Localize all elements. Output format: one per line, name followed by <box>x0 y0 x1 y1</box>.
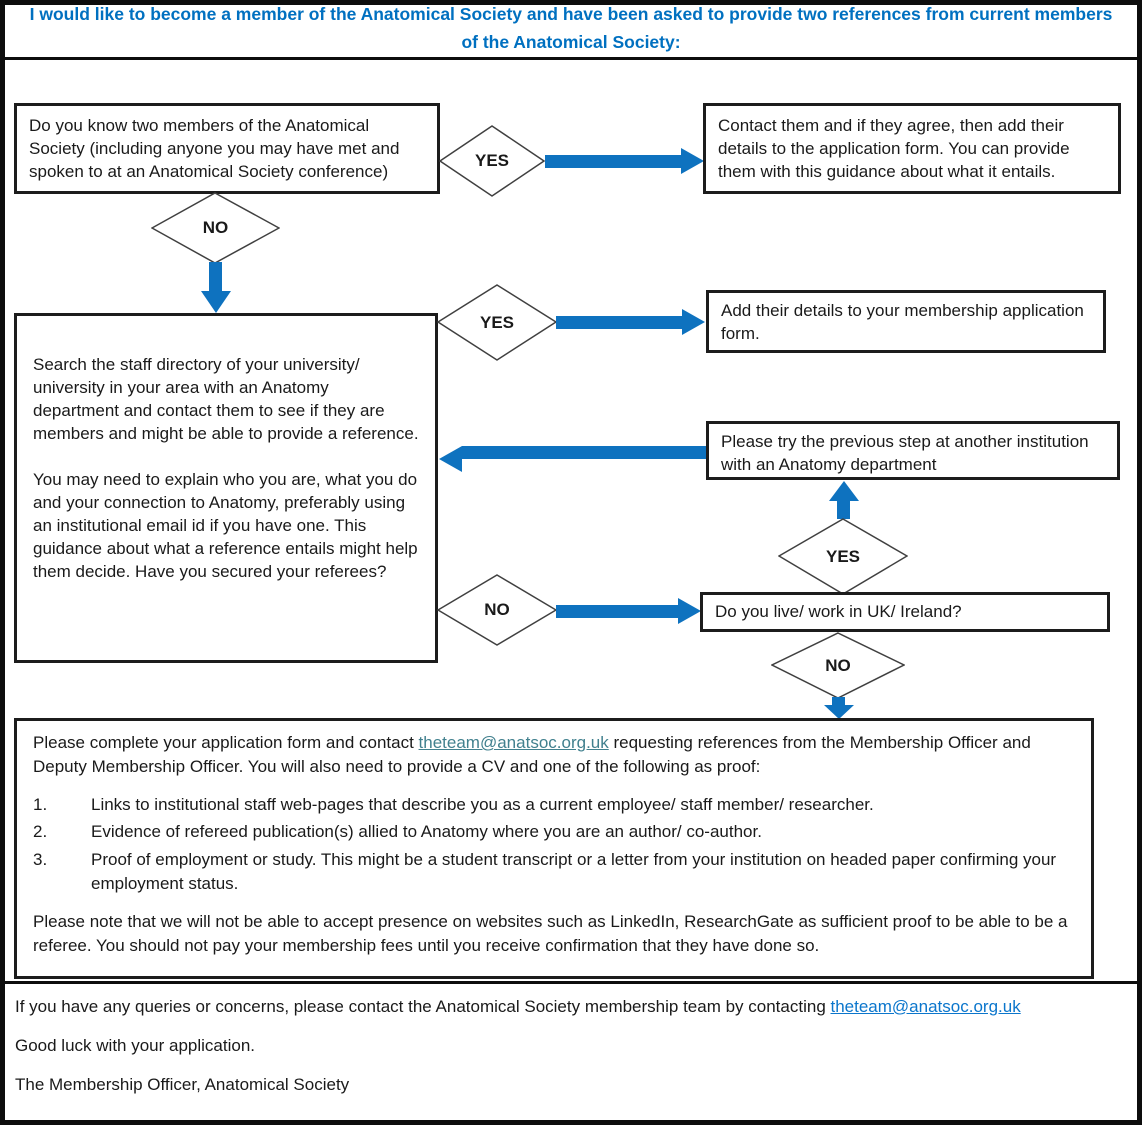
arrow-body <box>556 316 682 329</box>
yes-label: YES <box>474 151 510 170</box>
contact-them-box: Contact them and if they agree, then add… <box>703 103 1121 194</box>
search-directory-box: Search the staff directory of your unive… <box>14 313 438 663</box>
list-item-number: 1. <box>33 795 48 815</box>
uk-ireland-box: Do you live/ work in UK/ Ireland? <box>700 592 1110 632</box>
title-bar: I would like to become a member of the A… <box>0 0 1142 60</box>
yes-diamond-2: YES <box>437 284 557 361</box>
arrow-body <box>462 446 706 459</box>
arrow-head <box>682 309 705 335</box>
list-item-number: 3. <box>33 849 48 869</box>
no-diamond-2: NO <box>437 574 557 646</box>
list-item-number: 2. <box>33 822 48 842</box>
contact-them-text: Contact them and if they agree, then add… <box>718 116 1070 181</box>
previous-step-box: Please try the previous step at another … <box>706 421 1120 480</box>
proof-list: 1. Links to institutional staff web-page… <box>33 793 1075 896</box>
no-diamond-1: NO <box>151 192 280 264</box>
arrow-body <box>556 605 678 618</box>
arrow-body <box>209 262 222 291</box>
add-details-text: Add their details to your membership app… <box>721 301 1084 343</box>
arrow-head <box>439 446 462 472</box>
search-directory-paragraph-2: You may need to explain who you are, wha… <box>33 469 418 581</box>
page-title: I would like to become a member of the A… <box>29 4 1113 52</box>
no-label: NO <box>825 655 851 675</box>
arrow-body <box>832 697 845 705</box>
know-members-box: Do you know two members of the Anatomica… <box>14 103 440 194</box>
yes-diamond-3: YES <box>778 518 908 595</box>
list-item: 2. Evidence of refereed publication(s) a… <box>33 820 1075 844</box>
proof-intro-before: Please complete your application form an… <box>33 733 419 752</box>
footer-queries: If you have any queries or concerns, ple… <box>15 996 1127 1018</box>
arrow-body <box>545 155 681 168</box>
diamond-shape <box>439 125 545 197</box>
list-item: 3. Proof of employment or study. This mi… <box>33 848 1075 896</box>
diamond-shape <box>437 574 557 646</box>
arrow-head <box>824 705 854 719</box>
arrow-head <box>681 148 704 174</box>
footer-signature: The Membership Officer, Anatomical Socie… <box>15 1074 350 1094</box>
proof-intro-after: requesting references from the Membershi… <box>33 733 1031 777</box>
know-members-text: Do you know two members of the Anatomica… <box>29 116 400 181</box>
arrow-head <box>829 481 859 501</box>
email-link[interactable]: theteam@anatsoc.org.uk <box>418 733 609 752</box>
proof-intro: Please complete your application form an… <box>33 731 1075 779</box>
list-item-text: Links to institutional staff web-pages t… <box>91 795 874 815</box>
proof-requirements-box: Please complete your application form an… <box>14 718 1094 979</box>
arrow-body <box>837 501 850 519</box>
diamond-shape <box>437 284 557 361</box>
arrow-head <box>201 291 231 313</box>
footer-goodluck: Good luck with your application. <box>15 1035 256 1055</box>
yes-label: YES <box>479 312 515 332</box>
email-link[interactable]: theteam@anatsoc.org.uk <box>830 996 1021 1016</box>
footer-queries-text: If you have any queries or concerns, ple… <box>15 996 831 1016</box>
list-item: 1. Links to institutional staff web-page… <box>33 793 1075 817</box>
arrow-head <box>678 598 701 624</box>
search-directory-paragraph-1: Search the staff directory of your unive… <box>33 355 419 443</box>
no-diamond-3: NO <box>771 632 905 699</box>
list-item-text: Proof of employment or study. This might… <box>91 849 1057 893</box>
previous-step-text: Please try the previous step at another … <box>721 432 1089 474</box>
proof-note: Please note that we will not be able to … <box>33 911 1068 955</box>
add-details-box: Add their details to your membership app… <box>706 290 1106 353</box>
uk-ireland-text: Do you live/ work in UK/ Ireland? <box>715 601 962 621</box>
list-item-text: Evidence of refereed publication(s) alli… <box>91 822 762 842</box>
no-label: NO <box>202 218 229 237</box>
yes-diamond-1: YES <box>439 125 545 197</box>
no-label: NO <box>484 600 510 619</box>
yes-label: YES <box>825 546 861 566</box>
footer-section: If you have any queries or concerns, ple… <box>0 980 1142 1125</box>
